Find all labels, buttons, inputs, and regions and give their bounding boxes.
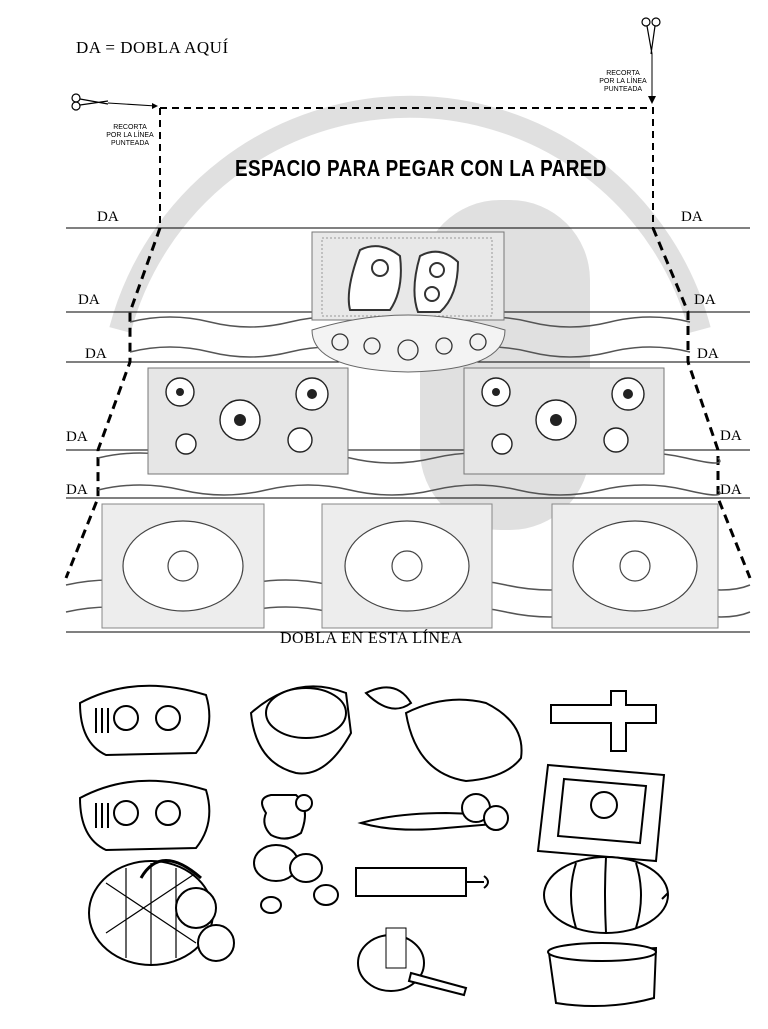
fold-marker: DA [78, 292, 100, 308]
portrait-frame-icon [536, 763, 666, 863]
fold-marker: DA [720, 482, 742, 498]
cutout-items-panel [66, 673, 686, 1024]
wall-glue-area-title: ESPACIO PARA PEGAR CON LA PARED [235, 155, 607, 181]
fold-marker: DA [720, 428, 742, 444]
fold-marker: DA [694, 292, 716, 308]
papel-picado-flowers [147, 367, 665, 475]
jug-icon [261, 794, 313, 840]
cross-icon [550, 690, 657, 752]
cut-outline-right [651, 227, 752, 579]
clay-jug-icon [357, 927, 468, 997]
cut-outline-top [159, 107, 654, 228]
fold-legend: DA = DOBLA AQUÍ [76, 38, 229, 57]
flower-vase-icon [357, 793, 509, 831]
fold-marker: DA [697, 346, 719, 362]
altar-template [64, 107, 752, 633]
scissors-icon [640, 14, 664, 106]
fold-marker: DA [681, 209, 703, 225]
sugar-skull-icon [78, 684, 211, 757]
candle-icon [355, 867, 489, 897]
glass-icon [547, 942, 658, 1008]
pumpkin-icon [543, 856, 669, 934]
fold-marker: DA [97, 209, 119, 225]
small-skulls-icon [253, 844, 339, 914]
fold-marker: DA [66, 429, 88, 445]
flower-bouquet-icon [364, 686, 523, 783]
cut-outline-left [64, 227, 162, 579]
papel-picado-bottom [101, 503, 719, 629]
papel-picado-skull [311, 231, 506, 373]
sugar-skull-icon [78, 779, 211, 852]
bottom-fold-label: DOBLA EN ESTA LÍNEA [280, 630, 463, 647]
fold-marker: DA [85, 346, 107, 362]
fruit-basket-icon [88, 859, 235, 966]
bread-basket-icon [249, 685, 353, 775]
scissors-icon [68, 92, 158, 112]
fold-marker: DA [66, 482, 88, 498]
